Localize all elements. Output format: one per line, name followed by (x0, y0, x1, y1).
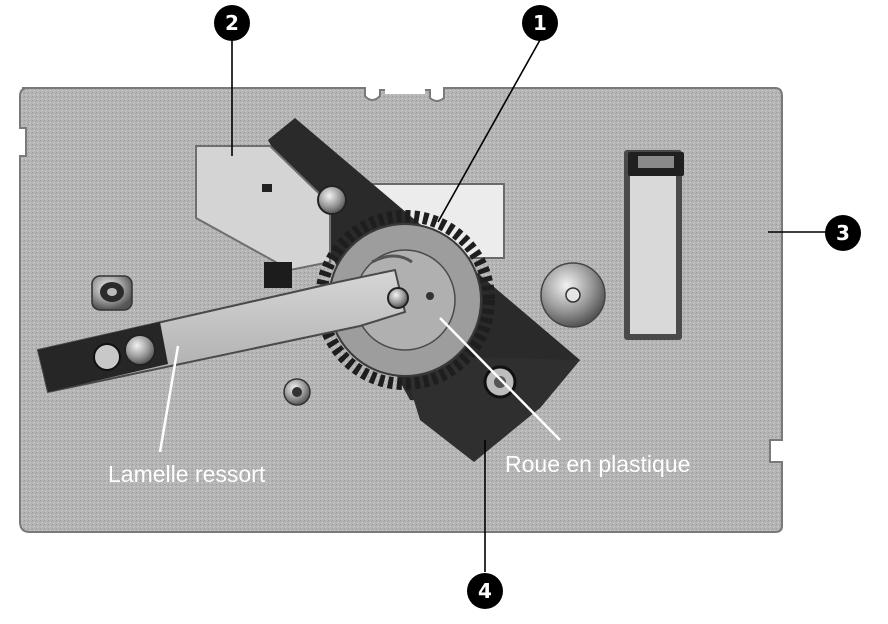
label-spring-blade: Lamelle ressort (108, 461, 266, 487)
callout-4: 4 (467, 573, 503, 609)
callout-3: 3 (825, 215, 861, 251)
left-knob (91, 275, 133, 311)
washer (540, 262, 606, 328)
callout-2: 2 (214, 5, 250, 41)
small-nut (283, 378, 311, 406)
svg-text:1: 1 (533, 11, 547, 35)
callout-1: 1 (522, 5, 558, 41)
white-leader-lines (158, 317, 561, 453)
spring-clip (624, 150, 684, 340)
svg-text:4: 4 (478, 579, 492, 603)
spring-blade (36, 268, 409, 394)
light-bracket (195, 145, 347, 288)
svg-text:3: 3 (836, 221, 850, 245)
label-plastic-wheel: Roue en plastique (505, 451, 690, 477)
svg-text:2: 2 (225, 11, 239, 35)
leader-lines (231, 39, 826, 572)
